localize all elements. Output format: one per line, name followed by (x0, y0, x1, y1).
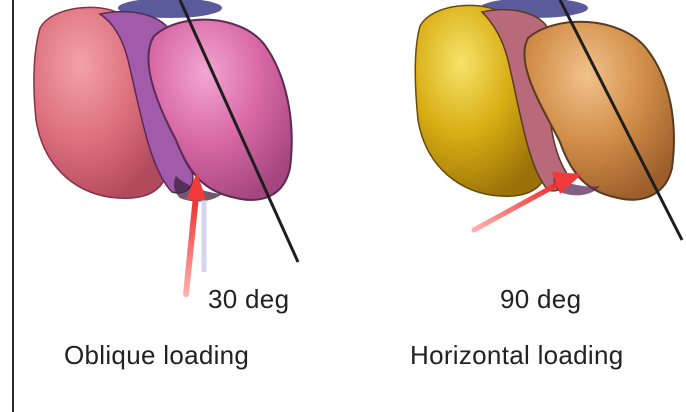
left-angle-label: 30 deg (208, 284, 289, 315)
right-angle-label: 90 deg (500, 284, 581, 315)
left-force-arrow-shaft (186, 196, 196, 294)
left-caption: Oblique loading (64, 340, 249, 371)
right-caption: Horizontal loading (410, 340, 624, 371)
left-model (34, 0, 298, 294)
right-model (415, 0, 682, 240)
